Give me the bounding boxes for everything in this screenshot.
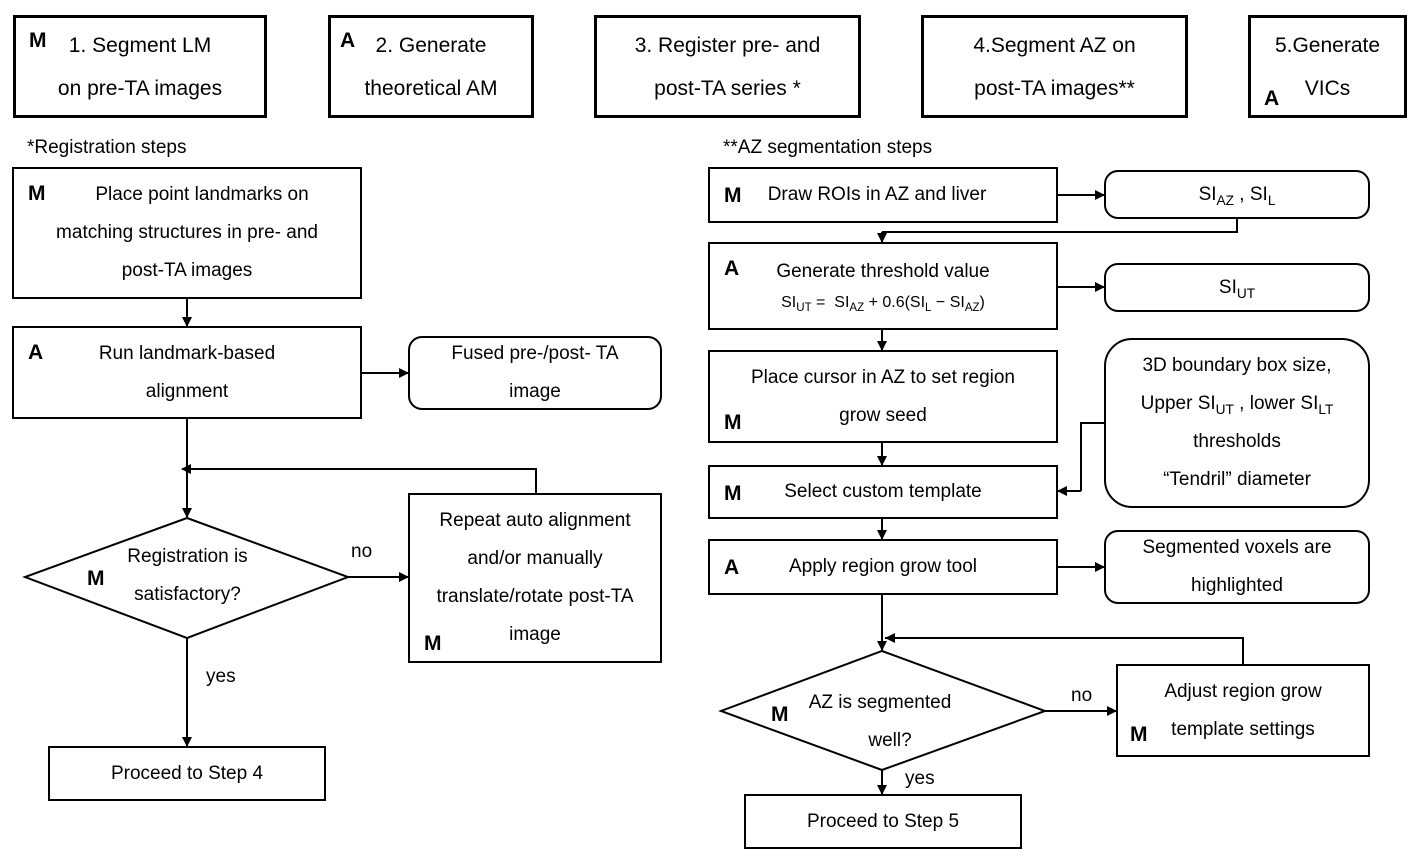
step-5-box: A 5.Generate VICs [1248, 15, 1407, 118]
repeat-line1: Repeat auto alignment [439, 510, 631, 531]
settings-line3: thresholds [1193, 431, 1281, 452]
si-symbol: SI [1198, 183, 1217, 205]
manual-tag: M [1130, 723, 1148, 746]
step-2-line1: 2. Generate [375, 33, 487, 57]
automatic-tag: A [724, 257, 740, 280]
fused-output-line2: image [509, 381, 561, 402]
step-2-line2: theoretical AM [364, 76, 498, 100]
settings-line2: Upper SIUT , lower SILT [1140, 393, 1334, 417]
adjust-line2: template settings [1171, 718, 1315, 740]
no-label: no [1071, 685, 1093, 706]
highlighted-output: Segmented voxels are highlighted [1104, 530, 1370, 604]
loop-repeat-to-merge [190, 468, 537, 493]
line-settings-to-template [1080, 422, 1105, 491]
place-landmarks-line1: Place point landmarks on [95, 184, 309, 205]
adjust-line1: Adjust region grow [1164, 680, 1322, 702]
repeat-alignment-box: M Repeat auto alignment and/or manually … [408, 493, 662, 663]
no-label: no [351, 541, 373, 562]
place-cursor-box: M Place cursor in AZ to set region grow … [708, 350, 1058, 443]
step-3-line2: post-TA series * [654, 76, 801, 100]
automatic-tag: A [1264, 87, 1280, 110]
decision-line1: AZ is segmented [808, 692, 952, 713]
decision-diamond-registration [22, 516, 351, 640]
run-alignment-box: A Run landmark-based alignment [12, 326, 362, 419]
fused-output-line1: Fused pre-/post- TA [451, 343, 619, 364]
apply-region-grow-text: Apply region grow tool [789, 556, 977, 577]
place-landmarks-line3: post-TA images [121, 260, 253, 281]
segmentation-decision-text: AZ is segmented well? [790, 684, 970, 760]
settings-line4: “Tendril” diameter [1163, 469, 1311, 490]
manual-tag: M [87, 567, 105, 590]
fused-image-output: Fused pre-/post- TA image [408, 336, 662, 410]
select-template-box: M Select custom template [708, 465, 1058, 519]
si-ut-text: SIUT [1218, 276, 1256, 301]
run-alignment-line1: Run landmark-based [98, 342, 276, 364]
draw-rois-text: Draw ROIs in AZ and liver [767, 184, 987, 205]
manual-tag: M [724, 411, 742, 434]
step-5-line2: VICs [1304, 76, 1351, 100]
step-2-box: A 2. Generate theoretical AM [328, 15, 534, 118]
step-4-line1: 4.Segment AZ on [973, 33, 1136, 57]
decision-line2: well? [868, 730, 912, 751]
settings-line1: 3D boundary box size, [1142, 355, 1332, 376]
automatic-tag: A [28, 341, 44, 364]
proceed-step-4-text: Proceed to Step 4 [110, 762, 264, 784]
manual-tag: M [28, 182, 46, 205]
repeat-line2: and/or manually [467, 548, 603, 569]
l-subscript: L [1267, 192, 1276, 208]
az-subscript: AZ [1216, 192, 1235, 208]
manual-tag: M [29, 29, 47, 52]
decision-line1: Registration is [127, 546, 248, 567]
place-landmarks-line2: matching structures in pre- and [56, 222, 318, 243]
loop-adjust-to-merge [885, 637, 1244, 664]
threshold-box: A Generate threshold value SIUT = SIAZ +… [708, 242, 1058, 330]
manual-tag: M [724, 184, 742, 207]
registration-decision-text: Registration is satisfactory? [100, 538, 275, 614]
registration-heading: *Registration steps [27, 137, 187, 158]
step-3-line1: 3. Register pre- and [634, 33, 821, 57]
yes-label: yes [905, 768, 935, 789]
proceed-step-4-box: Proceed to Step 4 [48, 746, 326, 801]
separator: , [1234, 183, 1250, 205]
si-az-l-text: SIAZ , SIL [1199, 176, 1276, 214]
segmentation-heading: **AZ segmentation steps [723, 137, 933, 158]
decision-diamond-segmentation [718, 649, 1048, 772]
repeat-line4: image [509, 624, 561, 645]
repeat-line3: translate/rotate post-TA [436, 586, 634, 607]
step-1-line1: 1. Segment LM [68, 33, 212, 57]
proceed-step-5-box: Proceed to Step 5 [744, 794, 1022, 849]
highlighted-line1: Segmented voxels are [1142, 537, 1332, 558]
step-3-box: 3. Register pre- and post-TA series * [594, 15, 861, 118]
apply-region-grow-box: A Apply region grow tool [708, 539, 1058, 595]
si-ut-output: SIUT [1104, 263, 1370, 312]
decision-line2: satisfactory? [134, 584, 241, 605]
run-alignment-line2: alignment [145, 380, 229, 402]
automatic-tag: A [340, 29, 356, 52]
step-5-line1: 5.Generate [1274, 33, 1381, 57]
step-4-line2: post-TA images** [974, 76, 1135, 100]
automatic-tag: A [724, 556, 740, 579]
proceed-step-5-text: Proceed to Step 5 [806, 810, 960, 832]
step-1-line2: on pre-TA images [57, 76, 223, 100]
highlighted-line2: highlighted [1191, 575, 1283, 596]
place-cursor-line1: Place cursor in AZ to set region [750, 366, 1015, 388]
manual-tag: M [771, 703, 789, 726]
manual-tag: M [724, 482, 742, 505]
si-az-l-output: SIAZ , SIL [1104, 170, 1370, 219]
threshold-text: Generate threshold value [776, 261, 990, 282]
template-settings-box: 3D boundary box size, Upper SIUT , lower… [1104, 338, 1370, 508]
adjust-settings-box: M Adjust region grow template settings [1116, 664, 1370, 757]
threshold-formula: SIUT = SIAZ + 0.6(SIL − SIAZ) [781, 294, 985, 315]
place-cursor-line2: grow seed [839, 404, 927, 426]
si-symbol: SI [1249, 183, 1268, 205]
manual-tag: M [424, 632, 442, 655]
line-si-to-threshold [882, 219, 1238, 233]
step-4-box: 4.Segment AZ on post-TA images** [921, 15, 1188, 118]
select-template-text: Select custom template [784, 481, 982, 502]
place-landmarks-box: M Place point landmarks on matching stru… [12, 167, 362, 299]
step-1-box: M 1. Segment LM on pre-TA images [13, 15, 267, 118]
yes-label: yes [206, 666, 236, 687]
draw-rois-box: M Draw ROIs in AZ and liver [708, 167, 1058, 223]
